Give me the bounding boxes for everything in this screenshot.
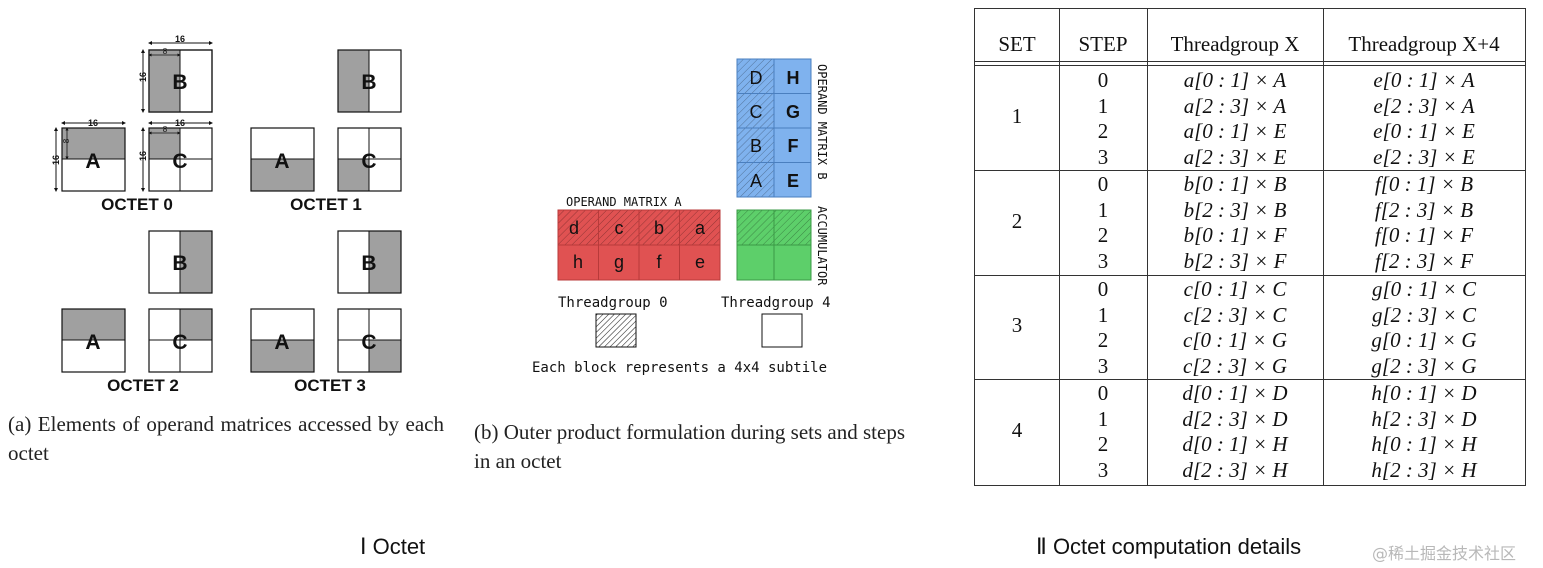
octet-0-label: OCTET 0	[101, 195, 173, 214]
svg-text:16: 16	[175, 118, 185, 128]
header-threadgroup-x: Threadgroup X	[1170, 32, 1300, 56]
b-cell-B: B	[750, 136, 762, 156]
set-number: 3	[1011, 313, 1023, 337]
octet-1-label: OCTET 1	[290, 195, 362, 214]
accumulator	[736, 209, 812, 281]
svg-text:16: 16	[175, 34, 185, 44]
header-step: STEP	[1078, 32, 1128, 56]
header-threadgroup-x4: Threadgroup X+4	[1348, 32, 1500, 56]
svg-text:16: 16	[88, 118, 98, 128]
b-cell-G: G	[786, 102, 800, 122]
svg-text:A: A	[274, 331, 289, 354]
octet-1: B A C OCTET 1	[250, 49, 402, 214]
operand-matrix-a-label: OPERAND MATRIX A	[566, 195, 682, 209]
figure-a-octets: B 16 8 16 A 16 16 8 C 16 8 16 OCTET 0	[51, 34, 402, 395]
octet-0: B 16 8 16 A 16 16 8 C 16 8 16 OCTET 0	[51, 34, 213, 214]
svg-text:8: 8	[62, 138, 71, 143]
title-octet-computation-details: Ⅱ Octet computation details	[1036, 534, 1302, 559]
svg-text:C: C	[172, 331, 187, 354]
svg-text:C: C	[361, 331, 376, 354]
octet-3: B A C OCTET 3	[250, 230, 402, 395]
set-number: 1	[1011, 104, 1023, 128]
set-number: 2	[1011, 209, 1023, 233]
a-cell-d: d	[569, 218, 579, 238]
caption-a: (a) Elements of operand matrices accesse…	[8, 412, 444, 465]
b-cell-F: F	[788, 136, 799, 156]
a-cell-b: b	[654, 218, 664, 238]
operand-matrix-b-label: OPERAND MATRIX B	[815, 64, 829, 180]
octet-2: B A C OCTET 2	[61, 230, 213, 395]
b-cell-H: H	[787, 68, 800, 88]
operand-matrix-b: D C B A H G F E	[736, 58, 812, 198]
b-cell-D: D	[750, 68, 763, 88]
a-cell-c: c	[615, 218, 624, 238]
threadgroup-4-swatch	[761, 313, 803, 348]
threadgroup-0-label: Threadgroup 0	[558, 295, 668, 311]
octet0-a-label: A	[85, 150, 100, 173]
accumulator-label: ACCUMULATOR	[815, 206, 829, 286]
octet0-c-label: C	[172, 150, 187, 173]
b-cell-E: E	[787, 171, 799, 191]
svg-text:16: 16	[138, 72, 148, 82]
octet0-b-label: B	[172, 71, 187, 94]
subtile-note: Each block represents a 4x4 subtile	[532, 360, 827, 376]
operand-matrix-a: d c b a h g f e	[557, 209, 721, 281]
a-cell-g: g	[614, 252, 624, 272]
title-octet: Ⅰ Octet	[360, 534, 426, 559]
caption-b: (b) Outer product formulation during set…	[474, 420, 905, 473]
svg-text:B: B	[361, 252, 376, 275]
octet-2-label: OCTET 2	[107, 376, 179, 395]
svg-text:B: B	[361, 71, 376, 94]
a-cell-f: f	[656, 252, 662, 272]
header-set: SET	[998, 32, 1036, 56]
svg-text:B: B	[172, 252, 187, 275]
svg-text:A: A	[274, 150, 289, 173]
b-cell-A: A	[750, 171, 762, 191]
a-cell-h: h	[573, 252, 583, 272]
svg-text:16: 16	[51, 155, 61, 165]
svg-text:8: 8	[163, 47, 168, 56]
octet-computation-table: SET STEP Threadgroup X Threadgroup X+4 1…	[974, 8, 1526, 486]
watermark: @稀土掘金技术社区	[1372, 544, 1517, 563]
svg-text:16: 16	[138, 151, 148, 161]
a-cell-a: a	[695, 218, 706, 238]
svg-text:A: A	[85, 331, 100, 354]
figure-b-outer-product: D C B A H G F E OPERAND MATRIX B OPERAND…	[532, 58, 831, 376]
threadgroup-4-label: Threadgroup 4	[721, 295, 831, 311]
set-number: 4	[1011, 418, 1023, 442]
svg-text:C: C	[361, 150, 376, 173]
b-cell-C: C	[750, 102, 763, 122]
a-cell-e: e	[695, 252, 705, 272]
octet-3-label: OCTET 3	[294, 376, 366, 395]
svg-text:8: 8	[163, 125, 168, 134]
